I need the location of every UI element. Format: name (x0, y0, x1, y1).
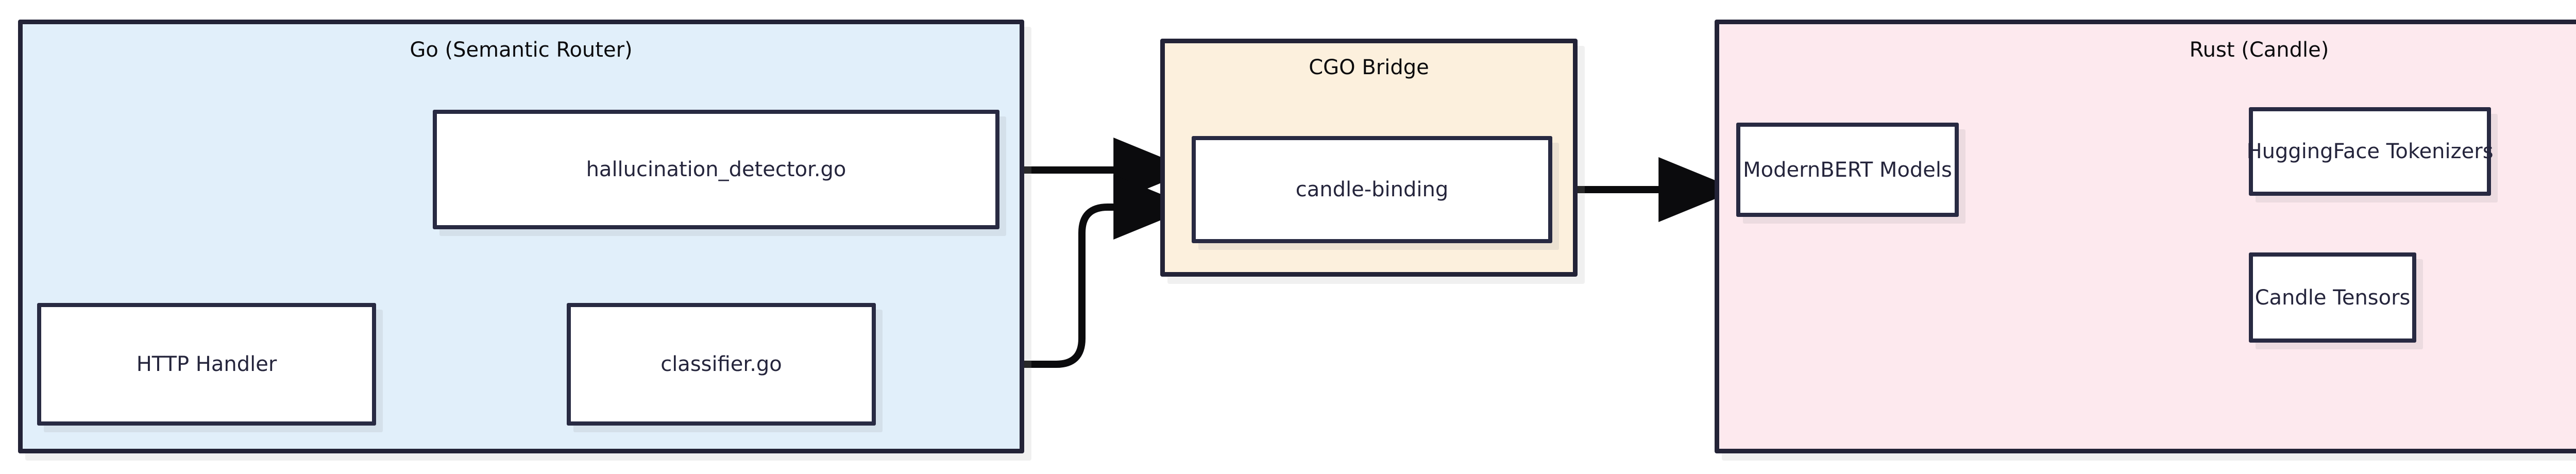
cluster-rust-candle: Rust (Candle) (1715, 20, 2576, 453)
node-label: candle-binding (1295, 178, 1449, 201)
cluster-cgo-title: CGO Bridge (1309, 56, 1429, 79)
node-classifier-go[interactable]: classifier.go (567, 303, 876, 426)
node-hallucination-detector-go[interactable]: hallucination_detector.go (433, 110, 999, 229)
cluster-rust-title: Rust (Candle) (2189, 38, 2329, 62)
node-candle-tensors[interactable]: Candle Tensors (2249, 252, 2416, 343)
node-modernbert-models[interactable]: ModernBERT Models (1736, 123, 1959, 217)
node-label: classifier.go (660, 352, 782, 376)
node-label: Candle Tensors (2255, 285, 2411, 310)
node-label: HuggingFace Tokenizers (2246, 140, 2494, 163)
cluster-go-title: Go (Semantic Router) (410, 38, 633, 62)
node-candle-binding[interactable]: candle-binding (1192, 136, 1552, 243)
node-label: HTTP Handler (136, 352, 277, 376)
node-label: hallucination_detector.go (586, 158, 846, 181)
node-huggingface-tokenizers[interactable]: HuggingFace Tokenizers (2246, 107, 2494, 196)
node-http-handler[interactable]: HTTP Handler (37, 303, 376, 426)
node-label: ModernBERT Models (1743, 158, 1952, 182)
edge-classifier-to-candle-binding (876, 175, 1193, 368)
